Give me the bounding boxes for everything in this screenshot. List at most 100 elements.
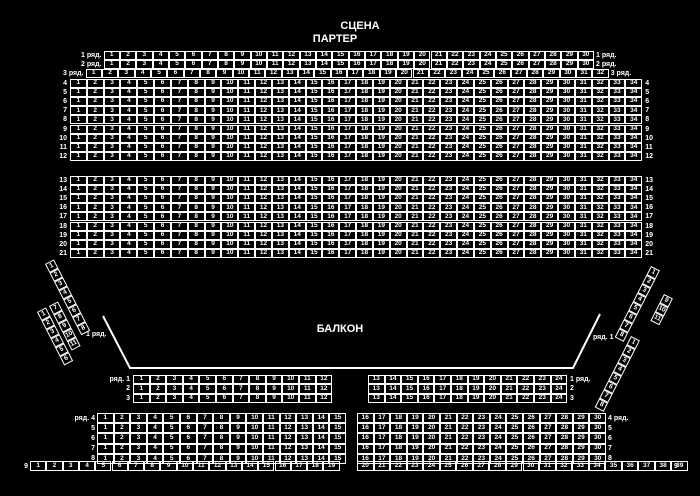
seat-balcony-r3-s19[interactable]: 19 (467, 393, 485, 403)
seat-parterre-r3-s18[interactable]: 18 (363, 69, 380, 79)
seat-parterre-r12-s16[interactable]: 16 (322, 151, 340, 161)
seat-balcony-r1-s2[interactable]: 2 (149, 375, 167, 385)
seat-parterre-r14-s14[interactable]: 14 (288, 185, 306, 195)
seat-parterre-r5-s6[interactable]: 6 (154, 88, 171, 98)
seat-balcony-r9-s39[interactable]: 39 (671, 461, 688, 471)
seat-balcony-r9-s30[interactable]: 30 (522, 461, 540, 471)
seat-parterre-r5-s16[interactable]: 16 (322, 88, 340, 98)
seat-parterre-r2-s14[interactable]: 14 (316, 60, 333, 70)
seat-parterre-r13-s24[interactable]: 24 (457, 176, 474, 186)
seat-parterre-r6-s33[interactable]: 33 (608, 97, 626, 107)
seat-balcony-r7-s11[interactable]: 11 (263, 443, 280, 454)
seat-parterre-r4-s21[interactable]: 21 (406, 79, 424, 89)
seat-parterre-r1-s5[interactable]: 5 (168, 51, 186, 61)
seat-balcony-r9-s26[interactable]: 26 (456, 461, 473, 471)
seat-parterre-r17-s25[interactable]: 25 (473, 212, 491, 222)
seat-balcony-r1-s5[interactable]: 5 (199, 375, 216, 385)
seat-balcony-r6-s29[interactable]: 29 (572, 433, 590, 444)
seat-parterre-r13-s33[interactable]: 33 (608, 176, 626, 186)
seat-balcony-r8-s6[interactable]: 6 (180, 453, 197, 464)
seat-parterre-r6-s32[interactable]: 32 (591, 97, 609, 107)
seat-parterre-r6-s18[interactable]: 18 (356, 97, 373, 107)
seat-parterre-r15-s25[interactable]: 25 (473, 194, 491, 204)
seat-balcony-r7-s19[interactable]: 19 (406, 443, 424, 454)
seat-parterre-r4-s14[interactable]: 14 (288, 79, 306, 89)
seat-parterre-r17-s7[interactable]: 7 (170, 212, 188, 222)
seat-parterre-r21-s20[interactable]: 20 (389, 248, 407, 258)
seat-parterre-r21-s8[interactable]: 8 (187, 248, 205, 258)
seat-parterre-r4-s5[interactable]: 5 (137, 79, 155, 89)
seat-parterre-r10-s33[interactable]: 33 (608, 133, 626, 143)
seat-parterre-r7-s5[interactable]: 5 (137, 106, 155, 116)
seat-parterre-r15-s17[interactable]: 17 (339, 194, 357, 204)
seat-balcony-r3-s14[interactable]: 14 (384, 393, 402, 403)
seat-parterre-r12-s27[interactable]: 27 (507, 151, 525, 161)
seat-parterre-r4-s18[interactable]: 18 (356, 79, 373, 89)
seat-parterre-r5-s20[interactable]: 20 (389, 88, 407, 98)
seat-parterre-r15-s27[interactable]: 27 (507, 194, 525, 204)
seat-parterre-r9-s17[interactable]: 17 (339, 124, 357, 134)
seat-parterre-r15-s15[interactable]: 15 (305, 194, 323, 204)
seat-parterre-r8-s34[interactable]: 34 (625, 115, 643, 125)
seat-parterre-r13-s31[interactable]: 31 (574, 176, 592, 186)
seat-parterre-r14-s17[interactable]: 17 (339, 185, 357, 195)
seat-parterre-r8-s5[interactable]: 5 (137, 115, 155, 125)
seat-parterre-r8-s30[interactable]: 30 (558, 115, 575, 125)
seat-parterre-r2-s3[interactable]: 3 (136, 60, 153, 70)
seat-parterre-r21-s5[interactable]: 5 (137, 248, 155, 258)
seat-parterre-r2-s24[interactable]: 24 (479, 60, 496, 70)
seat-parterre-r3-s26[interactable]: 26 (494, 69, 511, 79)
seat-parterre-r9-s30[interactable]: 30 (558, 124, 575, 134)
seat-parterre-r1-s15[interactable]: 15 (332, 51, 349, 61)
seat-parterre-r4-s28[interactable]: 28 (524, 79, 542, 89)
seat-parterre-r12-s34[interactable]: 34 (625, 151, 643, 161)
seat-parterre-r14-s33[interactable]: 33 (608, 185, 626, 195)
seat-balcony-r6-s22[interactable]: 22 (456, 433, 474, 444)
seat-balcony-r8-s23[interactable]: 23 (473, 453, 490, 464)
seat-balcony-r9-s29[interactable]: 29 (505, 461, 523, 471)
seat-parterre-r5-s30[interactable]: 30 (558, 88, 575, 98)
seat-parterre-r8-s2[interactable]: 2 (86, 115, 104, 125)
seat-parterre-r4-s20[interactable]: 20 (389, 79, 407, 89)
seat-parterre-r3-s14[interactable]: 14 (298, 69, 315, 79)
seat-parterre-r1-s27[interactable]: 27 (528, 51, 545, 61)
seat-balcony-r2-s18[interactable]: 18 (451, 384, 468, 394)
seat-balcony-r1-s19[interactable]: 19 (467, 375, 485, 385)
seat-parterre-r8-s20[interactable]: 20 (389, 115, 407, 125)
seat-parterre-r7-s2[interactable]: 2 (86, 106, 104, 116)
seat-parterre-r10-s32[interactable]: 32 (591, 133, 609, 143)
seat-parterre-r7-s7[interactable]: 7 (170, 106, 188, 116)
seat-parterre-r16-s26[interactable]: 26 (490, 203, 508, 213)
seat-parterre-r18-s33[interactable]: 33 (608, 221, 626, 231)
seat-parterre-r17-s14[interactable]: 14 (288, 212, 306, 222)
seat-parterre-r8-s12[interactable]: 12 (255, 115, 272, 125)
seat-parterre-r11-s25[interactable]: 25 (473, 142, 491, 152)
seat-parterre-r18-s9[interactable]: 9 (204, 221, 222, 231)
seat-balcony-r6-s14[interactable]: 14 (312, 433, 330, 444)
seat-parterre-r14-s3[interactable]: 3 (103, 185, 121, 195)
seat-parterre-r20-s15[interactable]: 15 (305, 239, 323, 249)
seat-parterre-r11-s27[interactable]: 27 (507, 142, 525, 152)
seat-parterre-r13-s19[interactable]: 19 (372, 176, 390, 186)
seat-balcony-r7-s1[interactable]: 1 (97, 443, 114, 454)
seat-parterre-r19-s13[interactable]: 13 (271, 230, 289, 240)
seat-parterre-r4-s10[interactable]: 10 (221, 79, 239, 89)
seat-parterre-r3-s15[interactable]: 15 (314, 69, 331, 79)
seat-parterre-r13-s10[interactable]: 10 (221, 176, 239, 186)
seat-balcony-r7-s6[interactable]: 6 (180, 443, 197, 454)
seat-parterre-r11-s8[interactable]: 8 (187, 142, 205, 152)
seat-parterre-r20-s17[interactable]: 17 (339, 239, 357, 249)
seat-parterre-r19-s1[interactable]: 1 (70, 230, 87, 240)
seat-parterre-r21-s33[interactable]: 33 (608, 248, 626, 258)
seat-parterre-r5-s3[interactable]: 3 (103, 88, 121, 98)
seat-balcony-r5-s26[interactable]: 26 (523, 423, 540, 434)
seat-parterre-r11-s16[interactable]: 16 (322, 142, 340, 152)
seat-parterre-r16-s28[interactable]: 28 (524, 203, 542, 213)
seat-parterre-r4-s24[interactable]: 24 (457, 79, 474, 89)
seat-parterre-r18-s14[interactable]: 14 (288, 221, 306, 231)
seat-parterre-r11-s2[interactable]: 2 (86, 142, 104, 152)
seat-balcony-r4-s27[interactable]: 27 (539, 413, 557, 424)
seat-parterre-r13-s29[interactable]: 29 (541, 176, 559, 186)
seat-parterre-r4-s23[interactable]: 23 (440, 79, 458, 89)
seat-parterre-r7-s28[interactable]: 28 (524, 106, 542, 116)
